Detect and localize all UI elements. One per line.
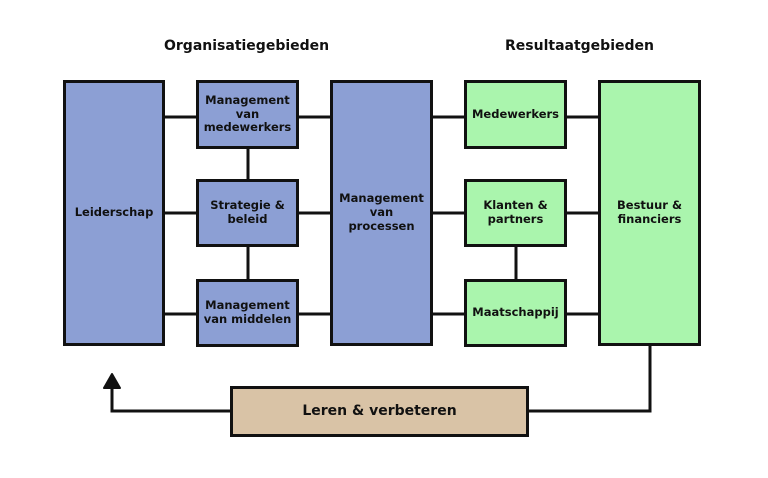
- box-leadership: Leiderschap: [63, 80, 165, 346]
- feedback-arrowhead-icon: [103, 373, 121, 389]
- box-resource-management: Management van middelen: [196, 279, 299, 347]
- box-strategy-policy: Strategie & beleid: [196, 179, 299, 247]
- box-employees: Medewerkers: [464, 80, 567, 149]
- box-governance-financiers: Bestuur & financiers: [598, 80, 701, 346]
- heading-organisation-areas: Organisatiegebieden: [164, 38, 330, 54]
- connector-learning-leadership: [110, 382, 233, 413]
- box-learn-improve: Leren & verbeteren: [230, 386, 529, 437]
- box-society: Maatschappij: [464, 279, 567, 347]
- box-people-management: Management van medewerkers: [196, 80, 299, 149]
- box-customers-partners: Klanten & partners: [464, 179, 567, 247]
- connector-governance-learning: [526, 344, 652, 413]
- heading-result-areas: Resultaatgebieden: [505, 38, 654, 54]
- box-process-management: Management van processen: [330, 80, 433, 346]
